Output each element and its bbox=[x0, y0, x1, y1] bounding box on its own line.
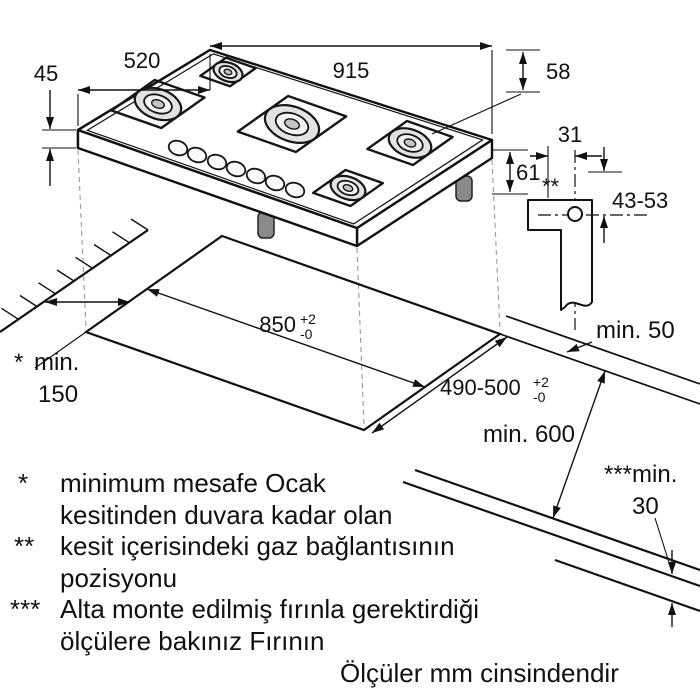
hob-section-profile bbox=[527, 199, 593, 311]
dim-31-label: 31 bbox=[558, 122, 582, 147]
hob-dimensions: 45 520 915 58 61 bbox=[34, 42, 570, 195]
footnote-2-marker: ** bbox=[14, 531, 34, 561]
footnote-1-line2: kesitinden duvara kadar olan bbox=[60, 500, 392, 530]
min-30-word: ***min. bbox=[604, 461, 677, 488]
worktop-back-edge bbox=[505, 315, 700, 385]
dim-490-tol-plus: +2 bbox=[533, 374, 549, 390]
min-50-label: min. 50 bbox=[596, 317, 675, 344]
min-30-value: 30 bbox=[632, 493, 659, 520]
worktop-front-edge-top bbox=[414, 468, 700, 572]
wall-hatching bbox=[1, 218, 149, 320]
dim-490-tol-minus: -0 bbox=[533, 389, 546, 405]
dim-61-label: 61 bbox=[516, 160, 540, 185]
footnote-1-line1: minimum mesafe Ocak bbox=[60, 468, 327, 498]
worktop-front-edge-bottom bbox=[402, 480, 700, 588]
burner-right bbox=[366, 119, 454, 167]
burner-center bbox=[236, 94, 348, 154]
hob-top-rim bbox=[85, 53, 484, 225]
cutout-back-edge-extension bbox=[499, 333, 700, 405]
gas-position-marker: ** bbox=[542, 174, 560, 199]
dim-915-label: 915 bbox=[333, 58, 370, 83]
worktop-cutout-drawing: 850 +2 -0 490-500 +2 -0 * min. 150 min. … bbox=[0, 149, 700, 627]
footnotes: * minimum mesafe Ocak kesitinden duvara … bbox=[10, 468, 619, 688]
footnote-3-line1: Alta monte edilmiş fırınla gerektirdiği bbox=[60, 594, 479, 624]
dim-490-500-label: 490-500 bbox=[440, 375, 521, 400]
control-knobs bbox=[167, 139, 306, 199]
dim-58-label: 58 bbox=[546, 59, 570, 84]
dim-850-tol-minus: -0 bbox=[300, 326, 313, 342]
gas-connection-detail: 31 ** 43-53 min. 50 bbox=[527, 122, 675, 353]
dim-850-tol-plus: +2 bbox=[300, 311, 316, 327]
min-600-label: min. 600 bbox=[483, 421, 575, 448]
footnote-1-marker: * bbox=[18, 468, 28, 498]
footnote-2-line1: kesit içerisindeki gaz bağlantısının bbox=[60, 531, 455, 561]
footnote-3-line2: ölçülere bakınız Fırının bbox=[60, 626, 324, 656]
oven-clearance-line bbox=[554, 558, 700, 613]
dim-520-label: 520 bbox=[124, 48, 161, 73]
hob-drawing bbox=[76, 48, 494, 248]
gas-connection-point bbox=[567, 206, 583, 222]
dim-850-label: 850 bbox=[259, 312, 296, 337]
footnote-3-marker: *** bbox=[10, 594, 40, 624]
dim-45-label: 45 bbox=[34, 61, 58, 86]
burner-front bbox=[312, 168, 384, 208]
burner-back bbox=[199, 56, 257, 88]
footnote-2-line2: pozisyonu bbox=[60, 563, 177, 593]
min-150-marker: * bbox=[14, 349, 23, 376]
burner-left bbox=[110, 78, 206, 130]
units-note: Ölçüler mm cinsindendir bbox=[340, 658, 619, 688]
dim-43-53-label: 43-53 bbox=[612, 188, 668, 213]
min-150-value: 150 bbox=[38, 381, 78, 408]
min-150-word: min. bbox=[34, 349, 79, 376]
